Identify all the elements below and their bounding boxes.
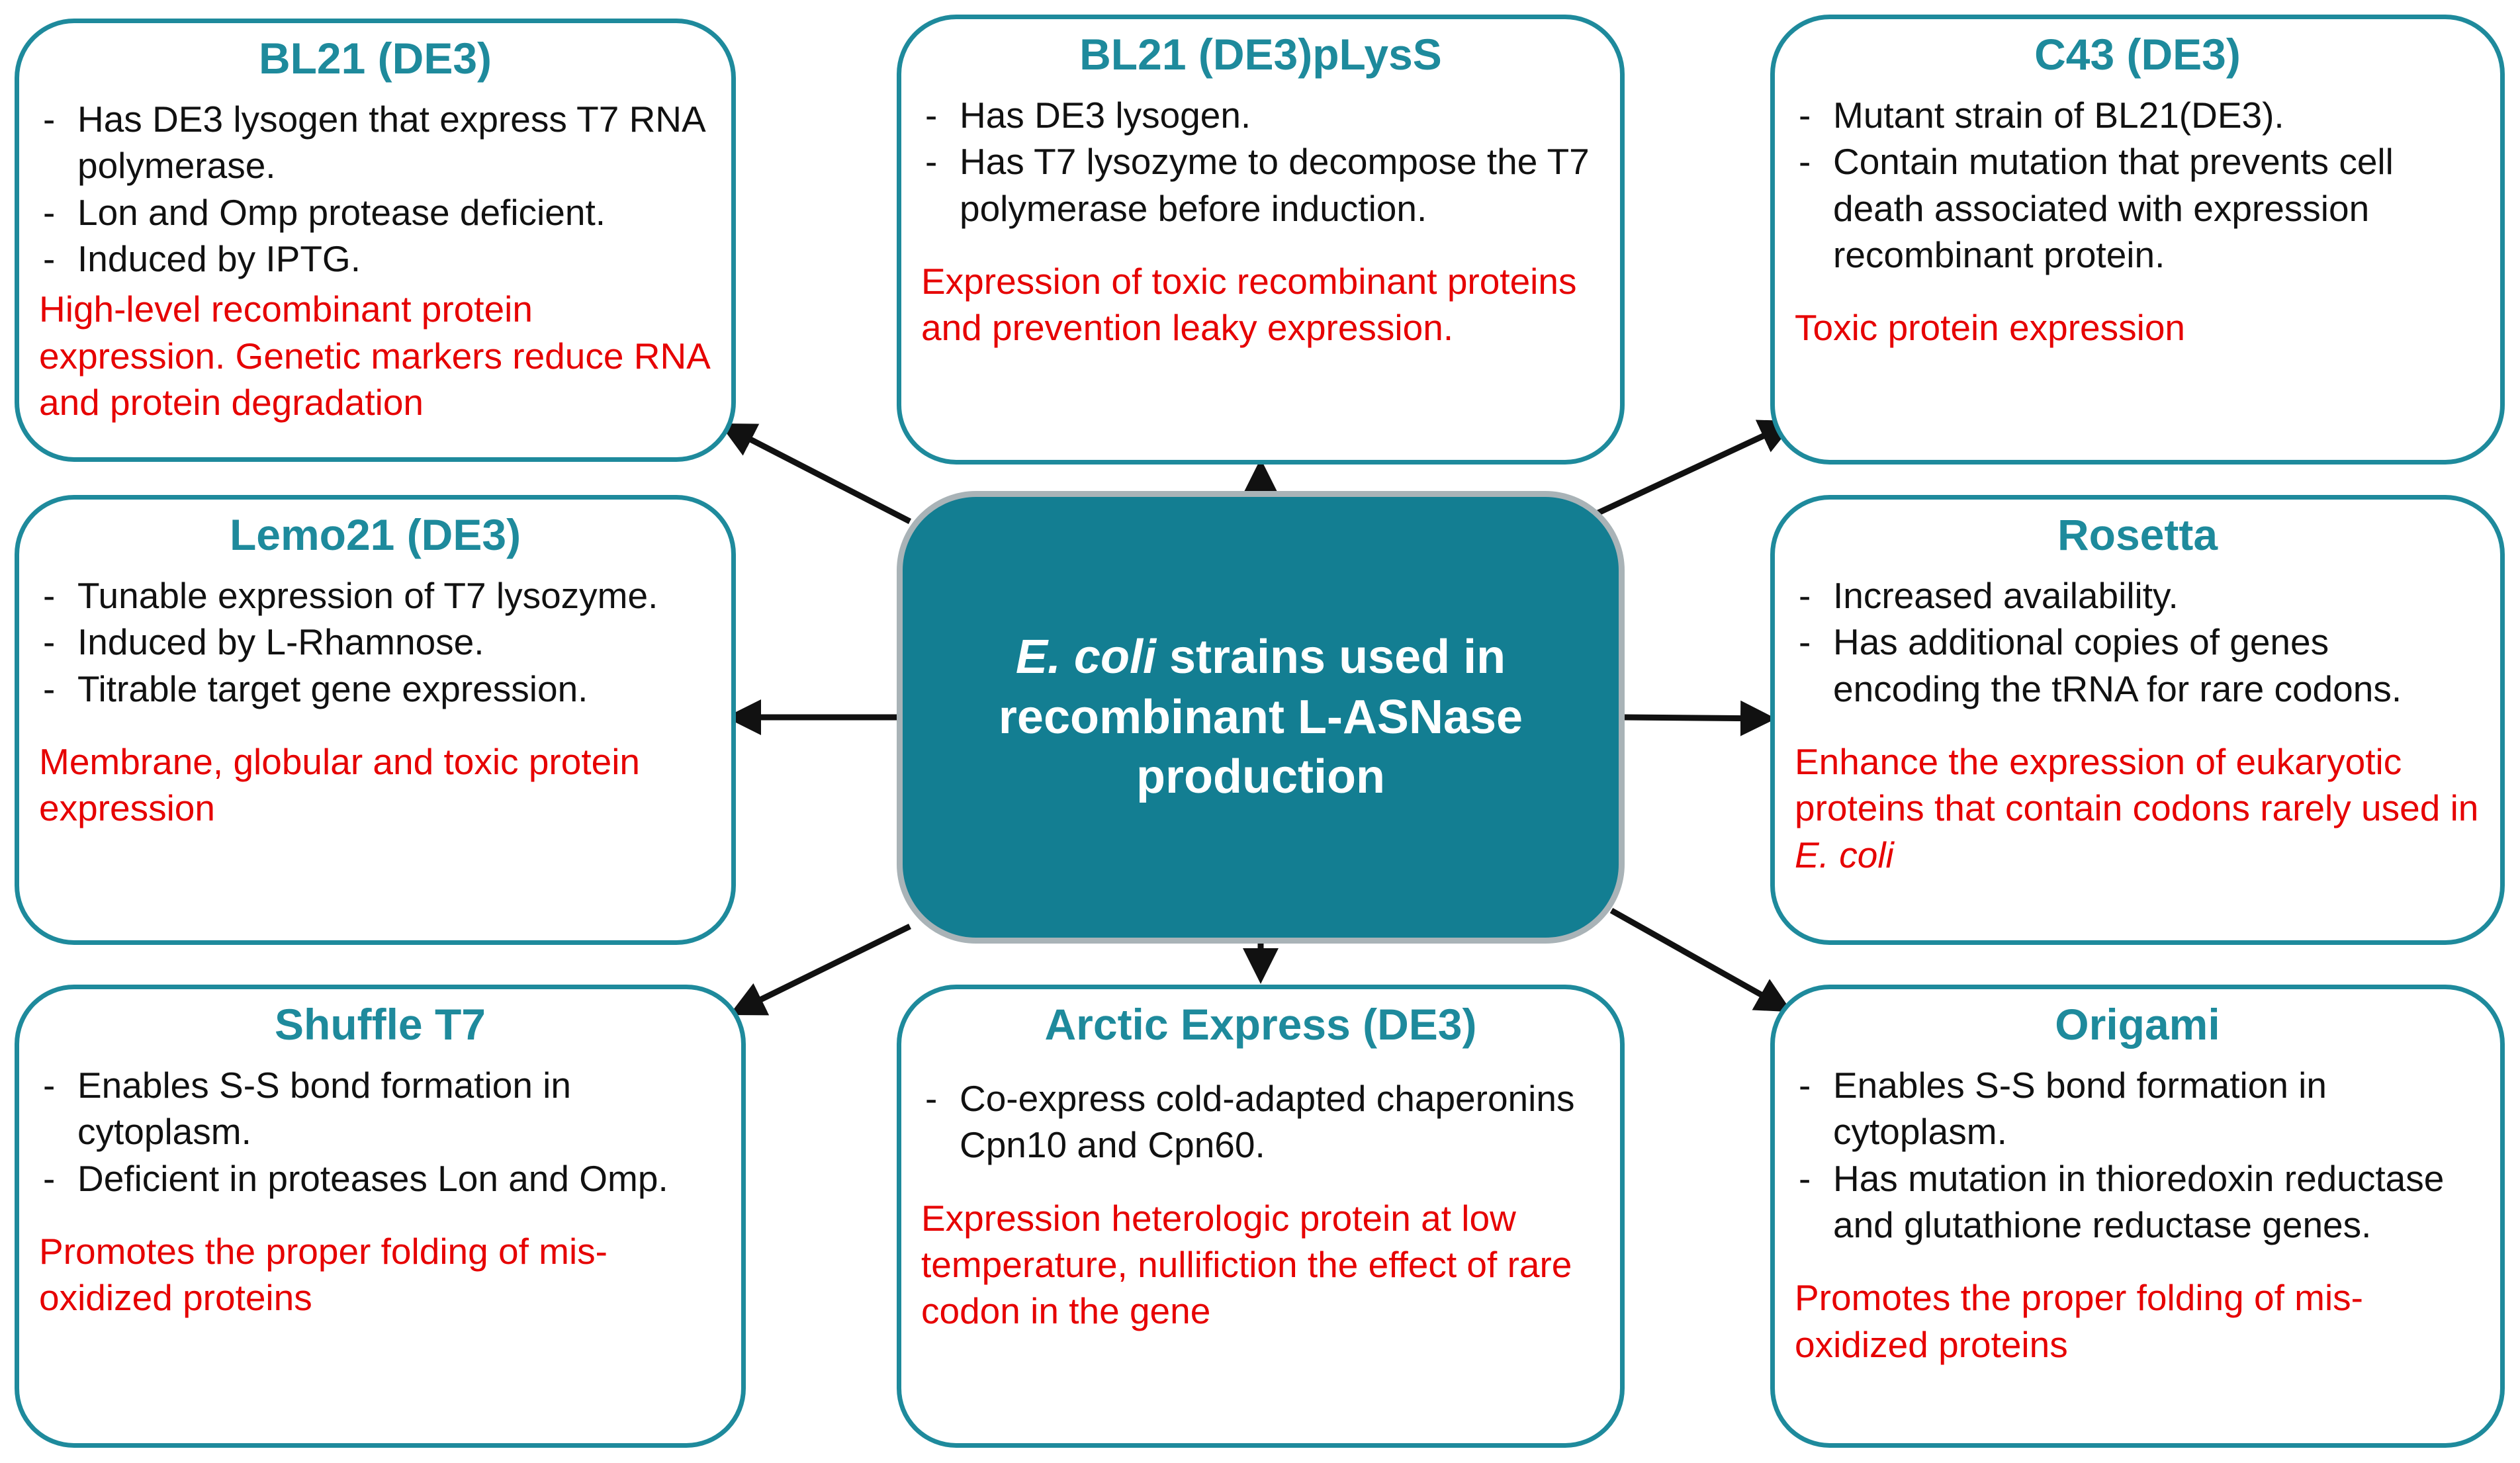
application-note: Promotes the proper folding of mis-oxidi… — [1795, 1277, 2363, 1365]
feature-item: -Mutant strain of BL21(DE3). — [1799, 94, 2284, 136]
feature-item: -Has additional copies of genes encoding… — [1799, 621, 2402, 709]
feature-list: -Enables S-S bond formation in cytoplasm… — [39, 1062, 721, 1202]
feature-list: -Enables S-S bond formation in cytoplasm… — [1795, 1062, 2480, 1249]
feature-list: -Has DE3 lysogen. -Has T7 lysozyme to de… — [921, 92, 1600, 232]
strain-title: BL21 (DE3)pLysS — [1079, 30, 1442, 79]
feature-list: -Mutant strain of BL21(DE3). -Contain mu… — [1795, 92, 2480, 279]
strain-box-c43: C43 (DE3) -Mutant strain of BL21(DE3). -… — [1770, 15, 2505, 465]
feature-item: -Co-express cold-adapted chaperonins Cpn… — [925, 1077, 1575, 1166]
feature-item: -Has mutation in thioredoxin reductase a… — [1799, 1157, 2445, 1246]
strain-title: BL21 (DE3) — [258, 34, 492, 83]
arrow-to-bl21 — [719, 423, 912, 525]
application-note: Expression heterologic protein at low te… — [921, 1197, 1572, 1332]
strain-title: Shuffle T7 — [274, 1000, 486, 1049]
feature-list: -Co-express cold-adapted chaperonins Cpn… — [921, 1062, 1600, 1169]
strain-box-bl21-plyss: BL21 (DE3)pLysS -Has DE3 lysogen. -Has T… — [897, 15, 1625, 465]
strain-title: Origami — [2055, 1000, 2220, 1049]
arrow-to-shuffle — [729, 923, 911, 1016]
feature-list: -Increased availability. -Has additional… — [1795, 572, 2480, 712]
strain-box-origami: Origami -Enables S-S bond formation in c… — [1770, 985, 2505, 1448]
application-note: Enhance the expression of eukaryotic pro… — [1795, 741, 2479, 875]
feature-item: -Has DE3 lysogen. — [925, 94, 1251, 136]
application-note: Expression of toxic recombinant proteins… — [921, 261, 1577, 349]
application-note: Toxic protein expression — [1795, 307, 2186, 349]
arrow-to-origami — [1609, 908, 1792, 1012]
central-topic-text: E. coli strains used in recombinant L-AS… — [998, 630, 1523, 804]
strain-box-shuffle-t7: Shuffle T7 -Enables S-S bond formation i… — [15, 985, 746, 1448]
feature-item: -Enables S-S bond formation in cytoplasm… — [43, 1064, 571, 1153]
strain-title: Arctic Express (DE3) — [1044, 1000, 1477, 1049]
feature-item: -Has DE3 lysogen that express T7 RNA pol… — [43, 98, 704, 187]
application-note: Membrane, globular and toxic protein exp… — [39, 741, 641, 829]
application-note: High-level recombinant protein expressio… — [39, 288, 709, 423]
feature-item: -Tunable expression of T7 lysozyme. — [43, 574, 658, 616]
feature-item: -Has T7 lysozyme to decompose the T7 pol… — [925, 141, 1590, 229]
feature-item: -Contain mutation that prevents cell dea… — [1799, 141, 2394, 276]
feature-item: -Lon and Omp protease deficient. — [43, 191, 606, 233]
arrow-to-rosetta — [1624, 700, 1776, 736]
feature-item: -Titrable target gene expression. — [43, 668, 588, 709]
feature-list: -Tunable expression of T7 lysozyme. -Ind… — [39, 572, 711, 712]
strain-box-arctic-express: Arctic Express (DE3) -Co-express cold-ad… — [897, 985, 1625, 1448]
strain-box-lemo21: Lemo21 (DE3) -Tunable expression of T7 l… — [15, 495, 736, 945]
arrow-to-c43 — [1597, 420, 1796, 516]
strain-box-rosetta: Rosetta -Increased availability. -Has ad… — [1770, 495, 2505, 945]
strain-title: Rosetta — [2057, 510, 2218, 559]
strain-box-bl21: BL21 (DE3) -Has DE3 lysogen that express… — [15, 19, 736, 462]
feature-item: -Induced by IPTG. — [43, 238, 361, 280]
application-note: Promotes the proper folding of mis-oxidi… — [39, 1231, 608, 1319]
feature-list: -Has DE3 lysogen that express T7 RNA pol… — [39, 96, 711, 283]
feature-item: -Increased availability. — [1799, 574, 2179, 616]
feature-item: -Deficient in proteases Lon and Omp. — [43, 1157, 668, 1199]
feature-item: -Enables S-S bond formation in cytoplasm… — [1799, 1064, 2327, 1153]
central-topic-box: E. coli strains used in recombinant L-AS… — [897, 491, 1625, 944]
strain-title: C43 (DE3) — [2034, 30, 2241, 79]
feature-item: -Induced by L-Rhamnose. — [43, 621, 484, 663]
strain-title: Lemo21 (DE3) — [229, 510, 521, 559]
